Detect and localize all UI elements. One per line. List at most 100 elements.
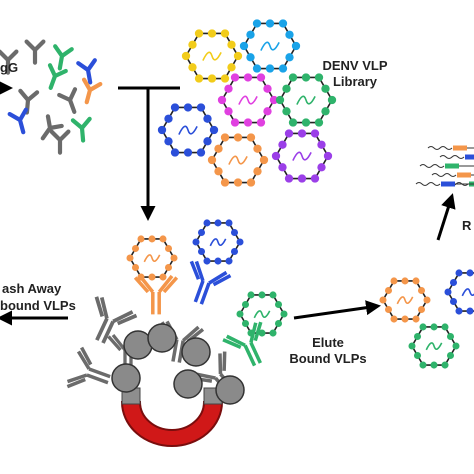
vlp-rna-icon (238, 95, 258, 105)
elute-arrow (293, 300, 381, 320)
vlp-surface-dot (259, 155, 269, 165)
vlp-surface-dot (203, 137, 212, 146)
sequencing-read-icon-5 (415, 181, 474, 187)
vlp-surface-dot (419, 361, 427, 369)
vlp-surface-dot (209, 125, 219, 135)
vlp-surface-dot (230, 248, 239, 256)
vlp-surface-dot (197, 228, 206, 236)
antibody-icon-10 (49, 129, 71, 155)
igg-label: gG (0, 60, 18, 75)
vlp-surface-dot (278, 140, 287, 149)
vlp-rna-icon (425, 342, 443, 351)
vlp-surface-dot (390, 277, 398, 285)
vlp-surface-dot (314, 73, 324, 82)
vlp-surface-dot (233, 178, 243, 187)
bound-antibody-green (222, 321, 263, 367)
vlp-surface-dot (164, 264, 173, 272)
eluted-vlp-orange (379, 277, 431, 323)
arrows-layer (0, 80, 456, 326)
eluted-vlp-blue (444, 269, 474, 315)
vlp-surface-dot (188, 40, 197, 49)
vlp-surface-dot (203, 219, 211, 227)
vlp-surface-dot (207, 155, 217, 165)
vlp-surface-dot (236, 238, 244, 246)
vlp-surface-dot (379, 296, 387, 304)
vlp-surface-dot (243, 118, 253, 127)
sequencing-read-icon-0 (427, 145, 474, 151)
vlp-surface-dot (236, 310, 244, 318)
vlp-surface-dot (170, 103, 180, 112)
vlp-surface-dot (310, 174, 320, 183)
elute-label-line2: Bound VLPs (289, 351, 366, 366)
vlp-surface-dot (269, 291, 277, 299)
vlp-surface-dot (137, 235, 145, 243)
vlp-surface-dot (430, 323, 438, 331)
vlp-surface-dot (288, 73, 298, 82)
vlp-surface-dot (217, 95, 227, 105)
vlp-surface-dot (285, 53, 294, 62)
vlp-surface-dot (441, 361, 449, 369)
vlp-surface-dot (419, 323, 427, 331)
vlp-surface-dot (291, 41, 301, 51)
vlp-surface-dot (288, 118, 298, 127)
vlp-surface-dot (214, 219, 222, 227)
vlp-surface-dot (323, 151, 333, 161)
vlp-surface-dot (413, 352, 422, 360)
magnetic-bead-icon-3 (181, 337, 211, 367)
vlp-surface-dot (284, 174, 294, 183)
vlp-surface-dot (227, 63, 236, 72)
vlp-surface-dot (390, 315, 398, 323)
magnetic-bead-icon-2 (147, 323, 177, 353)
vlp-surface-dot (239, 41, 249, 51)
vlp-surface-dot (321, 107, 330, 116)
rt-label: R (462, 218, 472, 233)
antibody-icon-0 (24, 39, 46, 65)
vlp-surface-dot (256, 118, 266, 127)
vlp-surface-dot (159, 273, 167, 281)
bound-vlp-green (236, 291, 288, 337)
vlp-surface-dot (247, 291, 255, 299)
vlp-surface-dot (278, 19, 288, 28)
vlp-rna-icon (202, 51, 222, 61)
bound-vlp-orange (126, 235, 178, 281)
vlp-surface-dot (285, 30, 294, 39)
vlp-surface-dot (384, 286, 393, 294)
vlp-surface-dot (225, 257, 233, 265)
eluted-vlp-green (408, 323, 460, 369)
vlp-surface-dot (148, 235, 156, 243)
vlp-surface-dot (449, 278, 458, 286)
sequencing-read-icon-1 (439, 154, 474, 160)
wash-label-line1: ash Away (2, 281, 62, 296)
vlp-surface-dot (455, 307, 463, 315)
vlp-surface-dot (258, 291, 266, 299)
library-vlp-1 (239, 19, 301, 73)
antibody-icon-11 (0, 49, 19, 75)
vlp-surface-dot (297, 129, 307, 138)
library-label-line1: DENV VLP (322, 58, 387, 73)
vlp-surface-dot (181, 51, 191, 61)
vlp-surface-dot (441, 323, 449, 331)
vlp-surface-dot (194, 74, 204, 83)
vlp-surface-dot (253, 167, 262, 176)
vlp-surface-dot (230, 228, 239, 236)
vlp-surface-dot (233, 51, 243, 61)
vlp-surface-dot (252, 19, 262, 28)
vlp-surface-dot (220, 133, 230, 142)
vlp-surface-dot (423, 296, 431, 304)
vlp-surface-dot (243, 73, 253, 82)
vlp-surface-dot (197, 248, 206, 256)
vlp-surface-dot (449, 298, 458, 306)
vlp-surface-dot (274, 300, 283, 308)
sequencing-read-icon-3 (431, 172, 474, 178)
vlp-surface-dot (446, 332, 455, 340)
magnetic-bead-icon-1 (111, 363, 141, 393)
bound-antibody-orange (133, 274, 179, 315)
antibody-icon-9 (70, 116, 92, 143)
vlp-surface-dot (314, 118, 324, 127)
antibody-icon-1 (53, 44, 74, 71)
vlp-surface-dot (282, 107, 291, 116)
vlp-surface-dot (252, 64, 262, 73)
vlp-surface-dot (241, 320, 250, 328)
vlp-surface-dot (408, 342, 416, 350)
